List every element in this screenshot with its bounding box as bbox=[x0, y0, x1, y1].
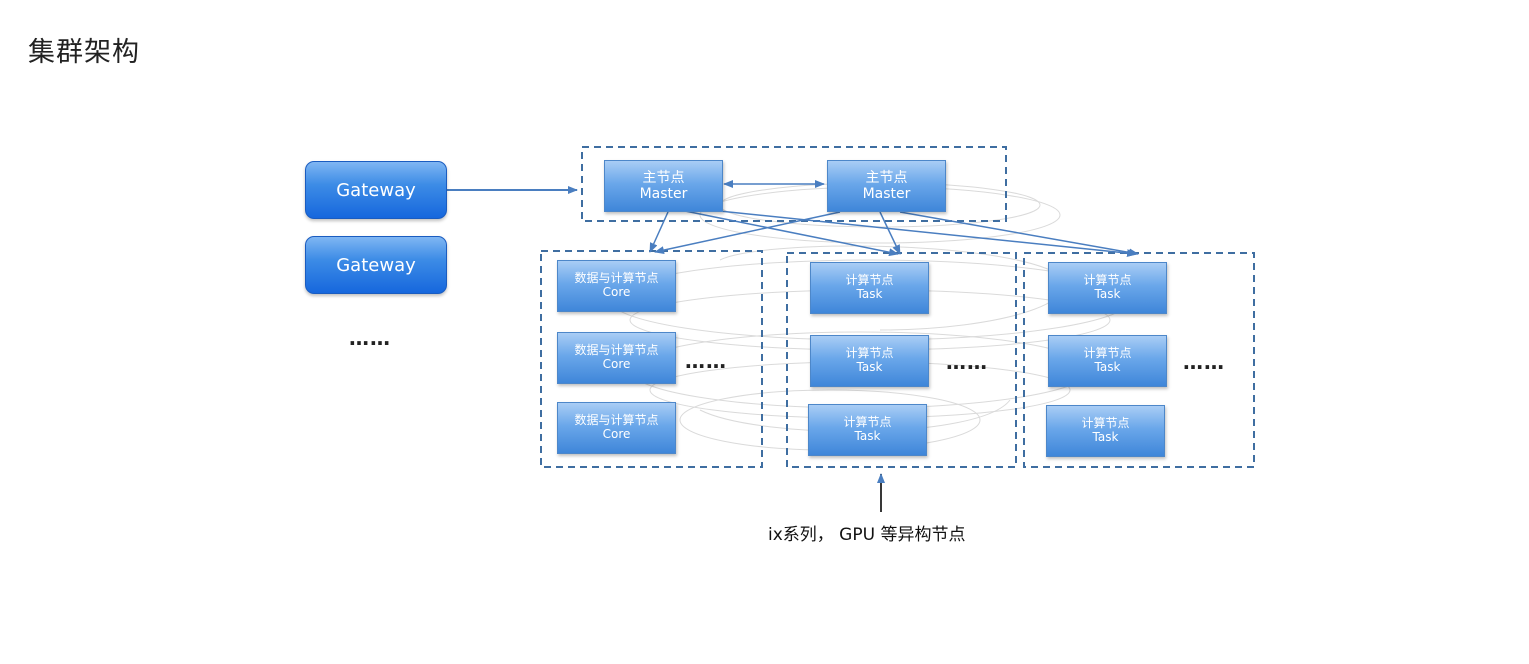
gateway-ellipsis: …… bbox=[349, 326, 391, 350]
node-label-en: Master bbox=[639, 186, 688, 202]
master-group bbox=[581, 146, 1007, 222]
task-node-b3: 计算节点 Task bbox=[1046, 405, 1165, 457]
arrow-master2-to-task-b bbox=[899, 211, 1139, 257]
master-node-2: 主节点 Master bbox=[827, 160, 946, 212]
core-node-2: 数据与计算节点 Core bbox=[557, 332, 676, 384]
heterogeneous-nodes-caption: ix系列， GPU 等异构节点 bbox=[768, 525, 966, 545]
core-ellipsis: …… bbox=[685, 349, 727, 373]
arrow-master1-to-task-a bbox=[679, 209, 899, 257]
gateway-node-2: Gateway bbox=[305, 236, 447, 294]
node-label-en: Master bbox=[862, 186, 911, 202]
node-label-cn: 主节点 bbox=[642, 169, 685, 186]
node-label-en: Task bbox=[856, 360, 883, 374]
page-title: 集群架构 bbox=[28, 37, 140, 68]
node-label-en: Task bbox=[856, 287, 883, 301]
gateway-node-1: Gateway bbox=[305, 161, 447, 219]
arrows bbox=[447, 180, 1139, 512]
node-label-cn: 计算节点 bbox=[845, 346, 894, 361]
task-group-a bbox=[786, 252, 1017, 468]
task-node-b1: 计算节点 Task bbox=[1048, 262, 1167, 314]
arrow-master2-to-core bbox=[654, 211, 841, 255]
task-node-b2: 计算节点 Task bbox=[1048, 335, 1167, 387]
task-node-a2: 计算节点 Task bbox=[810, 335, 929, 387]
core-node-1: 数据与计算节点 Core bbox=[557, 260, 676, 312]
node-label-en: Core bbox=[602, 427, 631, 441]
node-label-cn: 计算节点 bbox=[845, 273, 894, 288]
node-label-cn: 计算节点 bbox=[1083, 273, 1132, 288]
node-label-en: Core bbox=[602, 285, 631, 299]
core-node-3: 数据与计算节点 Core bbox=[557, 402, 676, 454]
gateway-label: Gateway bbox=[336, 254, 416, 276]
master-node-1: 主节点 Master bbox=[604, 160, 723, 212]
gateway-label: Gateway bbox=[336, 179, 416, 201]
task-a-ellipsis: …… bbox=[946, 350, 988, 374]
arrow-master1-to-task-b bbox=[689, 207, 1137, 258]
node-label-cn: 数据与计算节点 bbox=[574, 413, 659, 428]
node-label-cn: 计算节点 bbox=[843, 415, 892, 430]
task-node-a1: 计算节点 Task bbox=[810, 262, 929, 314]
task-b-ellipsis: …… bbox=[1183, 350, 1225, 374]
task-group-b bbox=[1023, 252, 1255, 468]
node-label-en: Core bbox=[602, 357, 631, 371]
node-label-en: Task bbox=[1094, 287, 1121, 301]
arrow-master1-to-core bbox=[649, 211, 669, 253]
node-label-en: Task bbox=[854, 429, 881, 443]
node-label-en: Task bbox=[1092, 430, 1119, 444]
node-label-en: Task bbox=[1094, 360, 1121, 374]
arrow-master2-to-task-a bbox=[879, 211, 901, 255]
node-label-cn: 计算节点 bbox=[1081, 416, 1130, 431]
node-label-cn: 主节点 bbox=[865, 169, 908, 186]
node-label-cn: 数据与计算节点 bbox=[574, 271, 659, 286]
task-node-a3: 计算节点 Task bbox=[808, 404, 927, 456]
node-label-cn: 计算节点 bbox=[1083, 346, 1132, 361]
node-label-cn: 数据与计算节点 bbox=[574, 343, 659, 358]
